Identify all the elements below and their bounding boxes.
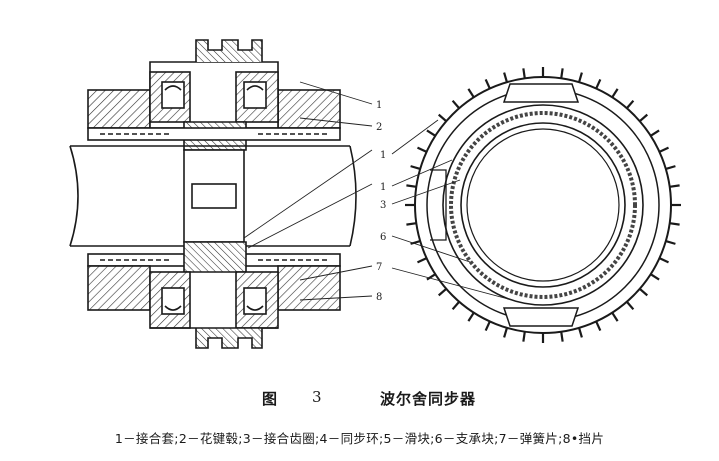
gear-tooth [658,257,669,264]
gear-tooth [669,222,680,226]
callout-1b: 1 [380,150,386,161]
gear-tooth [658,146,669,153]
gear-tooth [639,113,649,123]
gear-tooth [426,273,436,281]
gear-tooth [560,68,564,79]
gear-tooth [484,79,491,90]
section-view [69,39,357,349]
gear-tooth [410,165,421,170]
gear-tooth [650,129,660,137]
gear-tooth [451,99,461,109]
gear-tooth [625,99,635,109]
gear-tooth [665,240,676,245]
gear-tooth [417,146,428,153]
gear-tooth [467,312,475,322]
synchronizer-drawing: 1 2 1 1 3 6 7 8 [69,39,681,349]
gear-tooth [650,273,660,281]
gear-tooth [639,287,649,297]
callouts: 1 2 1 1 3 6 7 8 [376,100,386,303]
gear-tooth [669,184,680,188]
gear-tooth [665,165,676,170]
gear-tooth [417,257,428,264]
gear-tooth [410,240,421,245]
gear-tooth [426,129,436,137]
callout-2: 2 [376,122,382,133]
figure-legend: 1－接合套;2－花键毂;3－接合齿圈;4－同步环;5－滑块;6－支承块;7－弹簧… [114,431,605,446]
gear-tooth [484,320,491,331]
figure-title: 波尔舍同步器 [380,390,477,408]
gear-tooth [595,79,602,90]
callout-1: 1 [376,100,382,111]
gear-tooth [503,327,508,338]
gear-tooth [437,113,447,123]
gear-tooth [578,327,583,338]
figure-label: 图 [262,390,279,408]
gear-tooth [406,184,417,188]
gear-tooth [611,88,619,98]
leader-lines-left [243,81,373,301]
figure-caption: 图 3 波尔舍同步器 [0,388,719,418]
callout-8: 8 [376,292,382,303]
gear-tooth [437,287,447,297]
gear-tooth [625,301,635,311]
gear-tooth [595,320,602,331]
gear-tooth [522,331,526,342]
gear-tooth [451,301,461,311]
callout-1c: 1 [380,182,386,193]
leader-lines-right [391,119,513,301]
end-view [405,67,681,343]
gear-tooth [560,331,564,342]
callout-6: 6 [380,232,386,243]
callout-3: 3 [380,200,386,211]
callout-7: 7 [376,262,382,273]
gear-tooth [578,72,583,83]
figure-number: 3 [312,388,323,406]
gear-tooth [503,72,508,83]
gear-tooth [406,222,417,226]
gear-tooth [522,68,526,79]
gear-tooth [611,312,619,322]
gear-tooth [467,88,475,98]
